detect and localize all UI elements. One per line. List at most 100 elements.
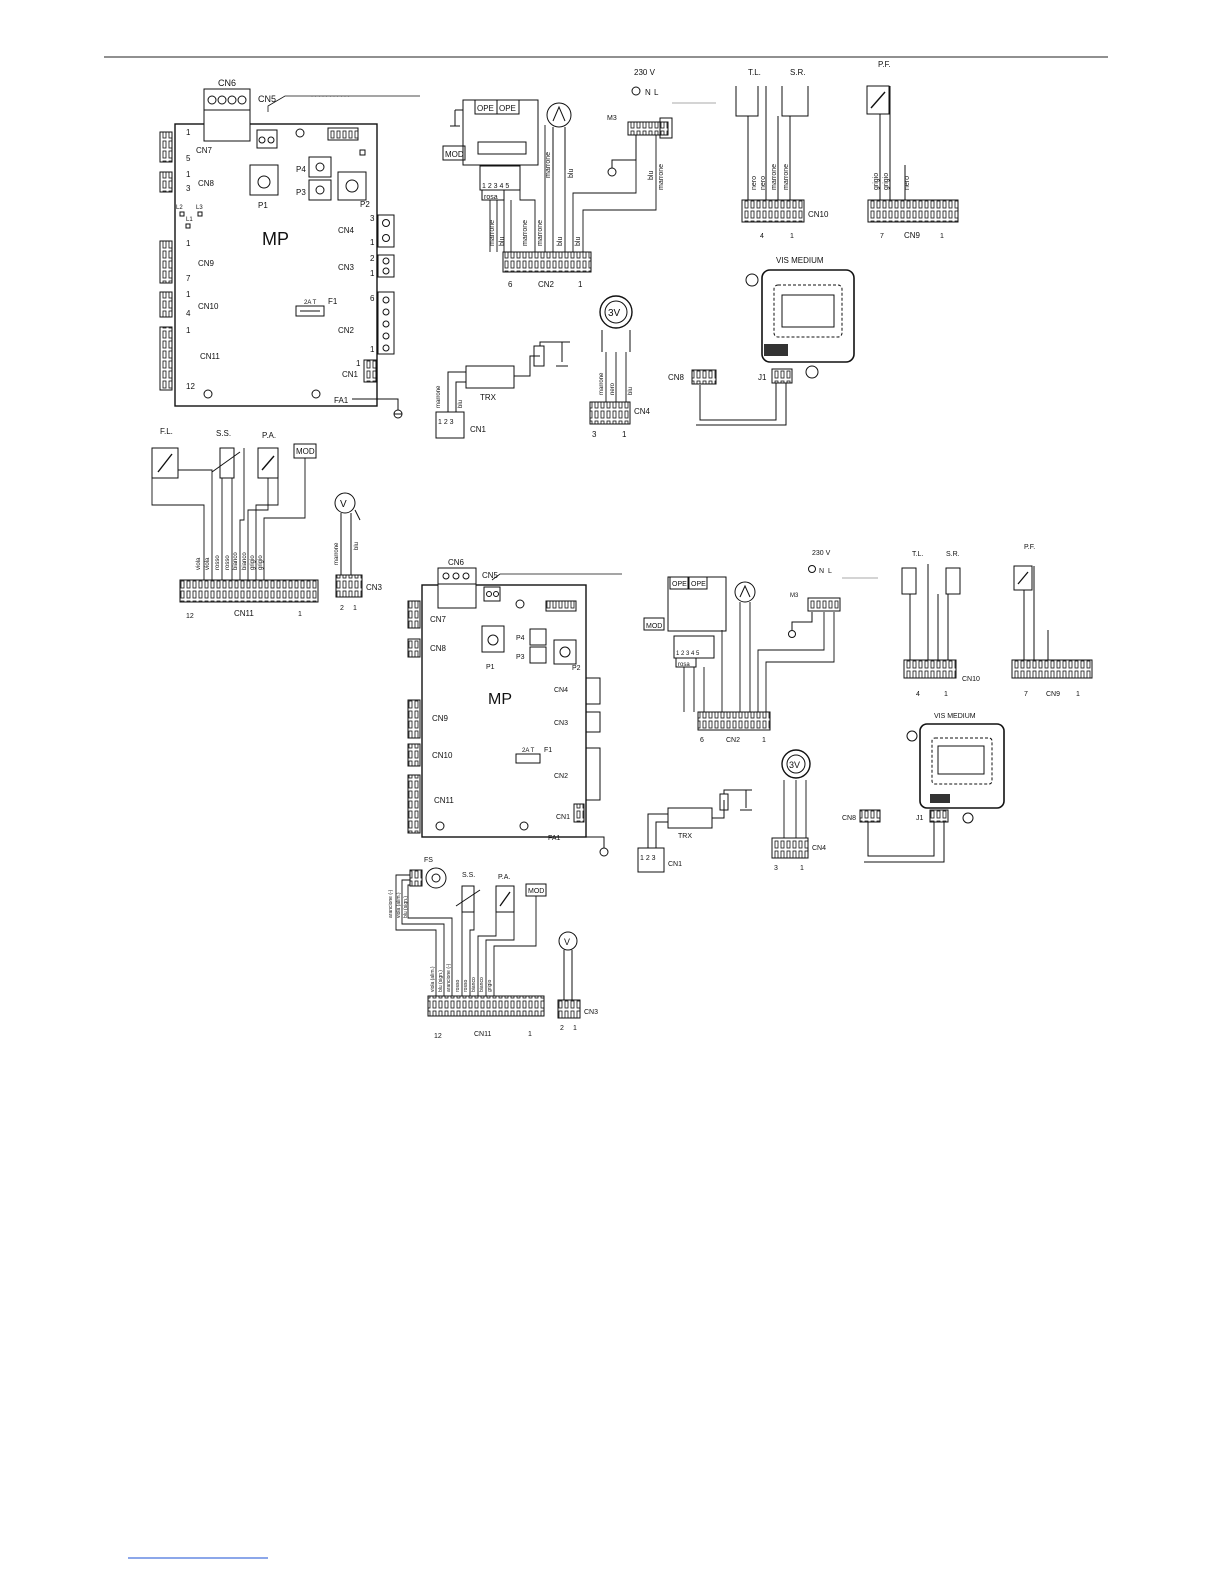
cn1-label: CN1 bbox=[470, 425, 487, 434]
cn11b-wire-1: viola (alim.) bbox=[430, 966, 436, 992]
cn7-label: CN7 bbox=[196, 146, 213, 155]
gas-valve-group-2: OPE OPE MOD 1 2 3 4 5 rosa 6 CN2 1 bbox=[643, 576, 835, 744]
cn4-right-pin-2: 1 bbox=[800, 865, 804, 872]
cn11b-wire-3: arancione (-) bbox=[446, 963, 452, 992]
cn3-right-pin-2: 1 bbox=[573, 1025, 577, 1032]
cn4-label: CN4 bbox=[634, 407, 651, 416]
cn11-label: CN11 bbox=[234, 609, 254, 618]
v-label-2: V bbox=[564, 937, 570, 947]
cn3-board-label: CN3 bbox=[338, 263, 355, 272]
cn3-connector bbox=[335, 574, 363, 598]
ss-label: S.S. bbox=[216, 429, 231, 438]
cn9-left-pin-2: 7 bbox=[1024, 691, 1028, 698]
cn1-pins: 1 2 3 bbox=[438, 419, 454, 426]
cn2-pin-a: 6 bbox=[370, 294, 375, 303]
cn1-label-2: CN1 bbox=[556, 814, 570, 821]
ope2-label-2: OPE bbox=[691, 581, 706, 588]
cn11-group-2: FS arancione (-) viola (alim.) blu (sign… bbox=[388, 857, 598, 1040]
cn4-pin-b: 1 bbox=[370, 238, 375, 247]
main-board-2: CN6 CN5 CN7 CN8 CN9 CN10 CN11 MP P1 P4 P… bbox=[407, 558, 622, 857]
fuse-rating: 2A T bbox=[304, 300, 317, 306]
three-way-valve-group: 3V marrone nero blu 3 CN4 1 bbox=[589, 295, 651, 439]
fs-label: FS bbox=[424, 857, 433, 864]
cn4-wire-3: blu bbox=[628, 387, 634, 395]
cn9-pin-b: 7 bbox=[186, 274, 191, 283]
cn11-wire-7: grigio bbox=[250, 555, 256, 570]
cn5-label-2: CN5 bbox=[482, 571, 499, 580]
cn11-wire-2: viola bbox=[205, 557, 211, 570]
j1-label: J1 bbox=[758, 373, 767, 382]
cn10-left-pin-2: 4 bbox=[916, 691, 920, 698]
three-way-valve-group-2: 3V CN4 3 1 bbox=[771, 749, 826, 872]
cn9-wire-1: grigio bbox=[873, 173, 880, 190]
p3-label-2: P3 bbox=[516, 654, 525, 661]
earth-icon bbox=[631, 86, 641, 96]
cn2-label-2: CN2 bbox=[554, 773, 568, 780]
cn2-label: CN2 bbox=[538, 280, 555, 289]
cn11-label-2: CN11 bbox=[434, 796, 454, 805]
cn4-wire-2: nero bbox=[610, 382, 616, 395]
cn8-pin-a: 1 bbox=[186, 170, 191, 179]
supply-l-2: L bbox=[828, 568, 832, 575]
cn3-pin-b: 1 bbox=[370, 269, 375, 278]
tl-label: T.L. bbox=[748, 68, 761, 77]
three-way-valve-icon bbox=[599, 295, 633, 329]
cn9-pin-a: 1 bbox=[186, 239, 191, 248]
pump-icon bbox=[546, 102, 572, 128]
pump-pins: 1 2 3 4 5 bbox=[482, 183, 509, 190]
trx-label-2: TRX bbox=[678, 833, 692, 840]
cn9-connector bbox=[867, 199, 959, 223]
cn8-label-2b: CN8 bbox=[842, 815, 856, 822]
cn10-pin-a: 1 bbox=[186, 290, 191, 299]
board-label: MP bbox=[262, 229, 289, 249]
trx-label: TRX bbox=[480, 393, 497, 402]
ss-label-2: S.S. bbox=[462, 872, 475, 879]
cn10-connector bbox=[741, 199, 805, 223]
cn2-wire-1: marrone bbox=[489, 220, 496, 246]
cn11-wire-5: bianco bbox=[233, 552, 239, 570]
vis-medium-group-2: VIS MEDIUM J1 CN8 bbox=[842, 713, 1005, 863]
cn10-label-2b: CN10 bbox=[962, 676, 980, 683]
p1-label: P1 bbox=[258, 201, 268, 210]
pump-wire-1: marrone bbox=[545, 152, 552, 178]
vis-medium-group: VIS MEDIUM J1 CN8 bbox=[668, 256, 855, 426]
pump-pins-2: 1 2 3 4 5 bbox=[676, 651, 700, 657]
cn2-pin-b: 1 bbox=[370, 345, 375, 354]
tl-sr-group: T.L. S.R. nero nero marrone marrone 4 CN… bbox=[735, 68, 829, 240]
cn6-label-2: CN6 bbox=[448, 558, 465, 567]
cn2-label-b: CN2 bbox=[726, 737, 740, 744]
pa-label-2: P.A. bbox=[498, 874, 510, 881]
cn1-connector bbox=[435, 411, 465, 439]
cn1-label-2b: CN1 bbox=[668, 861, 682, 868]
supply-n: N bbox=[645, 88, 651, 97]
cn5-label: CN5 bbox=[258, 94, 276, 104]
cn11-wire-1: viola bbox=[196, 557, 202, 570]
cn3-wire-1: marrone bbox=[334, 542, 340, 565]
supply-voltage-2: 230 V bbox=[812, 550, 831, 557]
cn2-wire-2: blu bbox=[499, 237, 506, 246]
cn11-right-pin: 1 bbox=[298, 611, 302, 618]
pump-icon-2 bbox=[734, 581, 756, 603]
supply-wire-1: blu bbox=[648, 171, 655, 180]
cn1-pins-2: 1 2 3 bbox=[640, 855, 656, 862]
pf-group-2: P.F. 7 CN9 1 bbox=[1011, 544, 1093, 698]
cn11-pin-a: 1 bbox=[186, 326, 191, 335]
p3-label: P3 bbox=[296, 188, 306, 197]
cn3-left-pin-2: 2 bbox=[560, 1025, 564, 1032]
p2-label-2: P2 bbox=[572, 665, 581, 672]
cn9-wire-3: nero bbox=[904, 176, 911, 190]
cn4-wire-1: marrone bbox=[599, 372, 605, 395]
led-l2: L2 bbox=[176, 205, 183, 211]
cn11-connector bbox=[179, 579, 319, 603]
cn2-wire-5: blu bbox=[557, 237, 564, 246]
cn4-label-2: CN4 bbox=[554, 687, 568, 694]
cn4-left-pin: 3 bbox=[592, 430, 597, 439]
cn11-left-pin-2: 12 bbox=[434, 1033, 442, 1040]
rosa-label-2: rosa bbox=[678, 662, 690, 668]
cn1-wire-1: marrone bbox=[436, 385, 442, 408]
f1-label-2: F1 bbox=[544, 747, 552, 754]
gas-valve-group: OPE OPE MOD 1 2 3 4 5 rosa marrone blu m… bbox=[442, 99, 657, 289]
cn2-left-pin-2: 6 bbox=[700, 737, 704, 744]
cn11-right-pin-2: 1 bbox=[528, 1031, 532, 1038]
tl-label-2: T.L. bbox=[912, 551, 923, 558]
